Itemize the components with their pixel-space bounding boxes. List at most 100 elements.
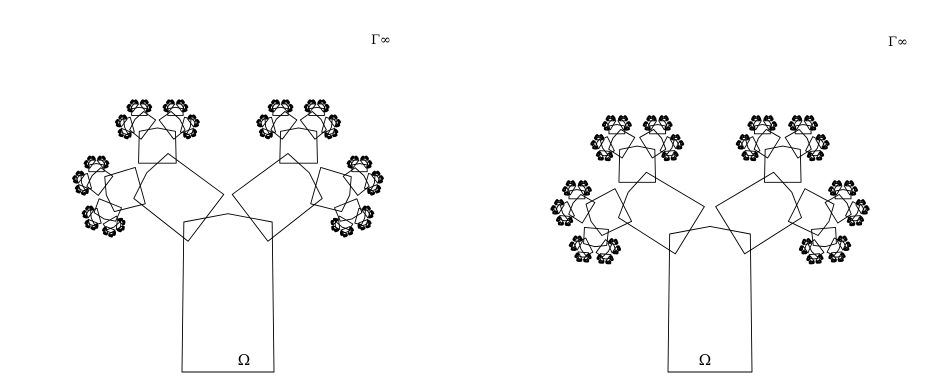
tree-cell xyxy=(680,140,683,143)
tree-cell xyxy=(828,188,831,191)
tree-cell xyxy=(866,205,869,208)
tree-cell xyxy=(809,115,812,118)
tree-cell xyxy=(838,180,841,183)
tree-cell xyxy=(606,115,609,118)
tree-cell xyxy=(354,155,357,158)
tree-cell xyxy=(840,252,843,256)
tree-cell xyxy=(197,123,200,126)
tree-cell xyxy=(89,205,92,208)
tree-cell xyxy=(663,115,667,118)
tree-cell xyxy=(618,171,705,255)
tree-cell xyxy=(86,219,89,223)
tree-cell xyxy=(850,192,853,195)
tree-cell xyxy=(811,115,814,118)
tree-cell xyxy=(372,193,375,195)
tree-cell xyxy=(189,135,192,138)
tree-cell xyxy=(281,102,284,105)
tree-cell xyxy=(104,166,107,169)
tree-cell xyxy=(794,127,797,130)
tree-cell xyxy=(336,130,339,133)
tree-cell xyxy=(649,115,652,118)
tree-cell xyxy=(77,170,80,173)
tree-cell xyxy=(852,182,855,185)
tree-cell xyxy=(378,172,381,175)
tree-cell xyxy=(172,100,175,104)
tree-cell xyxy=(588,191,591,195)
tree-cell xyxy=(88,163,105,173)
tree-cell xyxy=(596,256,599,260)
tree-cell xyxy=(329,137,333,139)
tree-cell xyxy=(819,259,822,263)
tree-cell xyxy=(831,182,834,185)
tree-cell xyxy=(741,146,744,149)
tree-cell xyxy=(764,145,802,183)
tree-cell xyxy=(165,110,168,113)
tree-cell xyxy=(121,228,124,231)
tree-cell xyxy=(670,136,673,139)
tree-cell xyxy=(268,109,272,112)
tree-cell xyxy=(559,199,562,202)
tree-cell xyxy=(343,235,347,238)
tree-cell xyxy=(773,126,776,130)
tree-cell xyxy=(595,153,598,156)
tree-cell xyxy=(553,205,556,208)
tree-cell xyxy=(609,260,612,264)
tree-cell xyxy=(358,227,361,229)
tree-cell xyxy=(595,134,598,137)
tree-cell xyxy=(558,216,561,219)
tree-cell xyxy=(825,145,828,149)
tree-cell xyxy=(307,102,310,105)
tree-cell xyxy=(85,226,88,228)
tree-cell xyxy=(598,151,601,154)
tree-cell xyxy=(181,99,184,102)
tree-cell xyxy=(808,260,811,264)
tree-cell xyxy=(381,179,384,182)
tree-cell xyxy=(330,114,333,117)
tree-cell xyxy=(115,125,119,127)
tree-cell xyxy=(107,161,110,164)
tree-cell xyxy=(843,254,846,258)
tree-cell xyxy=(369,209,372,213)
tree-cell xyxy=(275,99,278,102)
tree-cell xyxy=(259,134,263,137)
tree-cell xyxy=(804,117,807,120)
tree-cell xyxy=(317,100,320,104)
tree-cell xyxy=(337,118,340,122)
tree-cell xyxy=(118,117,121,120)
tree-cell xyxy=(676,153,679,156)
tree-cell xyxy=(611,238,614,241)
tree-cell xyxy=(114,120,117,123)
tree-cell xyxy=(77,184,80,188)
tree-cell xyxy=(307,100,310,104)
tree-cell xyxy=(816,123,819,126)
tree-cell xyxy=(75,191,79,193)
tree-cell xyxy=(381,176,384,179)
tree-cell xyxy=(140,102,143,105)
tree-cell xyxy=(608,157,611,161)
tree-cell xyxy=(196,125,199,127)
tree-cell xyxy=(126,105,129,108)
tree-cell xyxy=(261,135,265,138)
tree-cell xyxy=(380,175,383,178)
tree-cell xyxy=(814,126,817,130)
tree-cell xyxy=(183,110,186,113)
tree-cell xyxy=(331,223,334,226)
tree-cell xyxy=(593,136,597,139)
tree-cell xyxy=(844,235,847,239)
tree-cell xyxy=(331,114,334,117)
tree-cell xyxy=(737,145,740,149)
tree-cell xyxy=(789,126,793,130)
tree-cell xyxy=(269,136,273,138)
tree-cell xyxy=(130,99,133,102)
tree-cell xyxy=(579,235,582,239)
tree-cell xyxy=(258,131,262,134)
tree-cell xyxy=(115,123,118,126)
tree-cell xyxy=(172,102,175,105)
tree-cell xyxy=(91,206,94,210)
tree-cell xyxy=(259,117,263,120)
tree-cell xyxy=(313,100,316,104)
tree-cell xyxy=(288,110,291,113)
tree-cell xyxy=(128,136,131,138)
tree-cell xyxy=(753,124,771,135)
